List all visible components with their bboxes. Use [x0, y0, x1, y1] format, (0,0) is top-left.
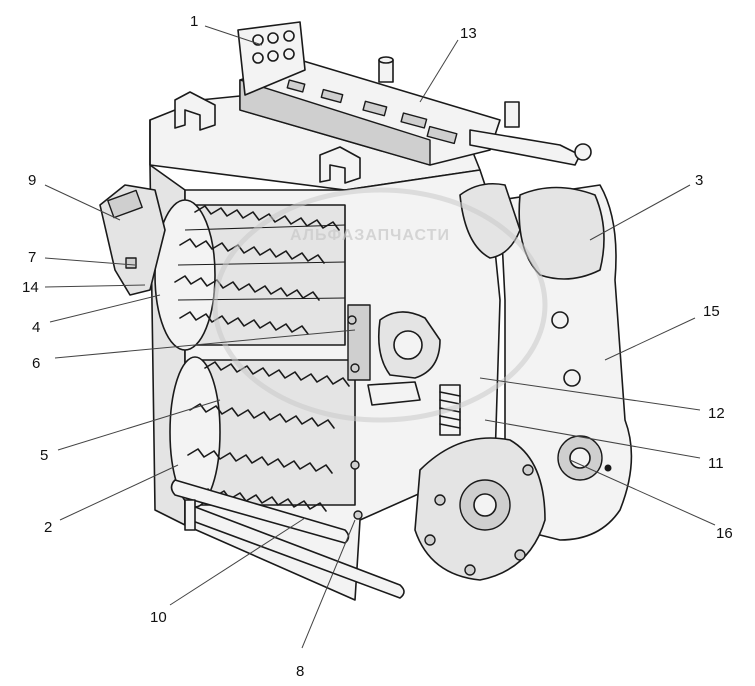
top-stud-cap	[378, 56, 394, 64]
watermark-text: АЛЬФАЗАПЧАСТИ	[290, 227, 450, 244]
housing-top-lid	[149, 94, 481, 191]
callout-6: 6	[32, 355, 40, 372]
gearbox-bolt	[514, 549, 526, 561]
linkage-post	[504, 101, 520, 128]
cover-slot-4	[400, 112, 428, 129]
callout-1: 1	[190, 13, 198, 30]
panel-bolt	[353, 510, 363, 520]
pump-hub	[393, 330, 423, 360]
panel-bolt	[350, 363, 360, 373]
callout-5: 5	[40, 447, 48, 464]
leader-lines	[44, 25, 716, 649]
cover-slot-1	[286, 79, 306, 93]
cover-hole-upper	[551, 311, 569, 329]
bracket-hole	[267, 32, 279, 44]
panel-bolt	[347, 315, 357, 325]
bracket-hole	[283, 48, 295, 60]
upper-drum-blades	[174, 205, 346, 335]
bracket-hole	[283, 30, 295, 42]
top-linkage-rod	[469, 129, 581, 166]
callout-7: 7	[28, 249, 36, 266]
callout-15: 15	[703, 303, 720, 320]
cover-plug	[604, 464, 612, 472]
gearbox-bolt	[464, 564, 476, 576]
gearbox-bolt	[424, 534, 436, 546]
callout-12: 12	[708, 405, 725, 422]
watermark-ring	[212, 187, 548, 423]
small-bracket	[367, 381, 421, 406]
bracket-hole	[252, 34, 264, 46]
gearbox-bolt	[434, 494, 446, 506]
bracket-hole	[267, 50, 279, 62]
left-housing-bolt	[125, 257, 137, 269]
cover-slot-2	[320, 88, 344, 104]
cover-hole-lower	[563, 369, 581, 387]
cover-slot-5	[426, 125, 458, 145]
cover-slot-3	[362, 100, 388, 117]
gearbox-bolt	[522, 464, 534, 476]
base-foot-left	[184, 499, 196, 531]
bracket-hole	[252, 52, 264, 64]
callout-11: 11	[708, 455, 724, 472]
watermark: АЛЬФАЗАПЧАСТИ	[212, 187, 548, 423]
gearcase-upper-housing	[518, 186, 605, 280]
lifting-lug-left	[174, 91, 216, 131]
left-housing-plate	[107, 189, 143, 219]
lifting-lug-right	[319, 146, 361, 184]
callout-8: 8	[296, 663, 304, 680]
upper-drum-end	[154, 199, 216, 351]
callout-14: 14	[22, 279, 39, 296]
callout-10: 10	[150, 609, 167, 626]
panel-bolt	[350, 460, 360, 470]
callout-3: 3	[695, 172, 703, 189]
callout-9: 9	[28, 172, 36, 189]
callout-13: 13	[460, 25, 477, 42]
lower-drum-blades	[187, 361, 350, 512]
upper-cover-side	[239, 79, 431, 166]
linkage-pivot	[574, 143, 592, 161]
callout-16: 16	[716, 525, 733, 542]
callout-4: 4	[32, 319, 40, 336]
callout-2: 2	[44, 519, 52, 536]
lower-gearbox-hub	[473, 493, 497, 517]
bearing-cap-center	[569, 447, 591, 469]
